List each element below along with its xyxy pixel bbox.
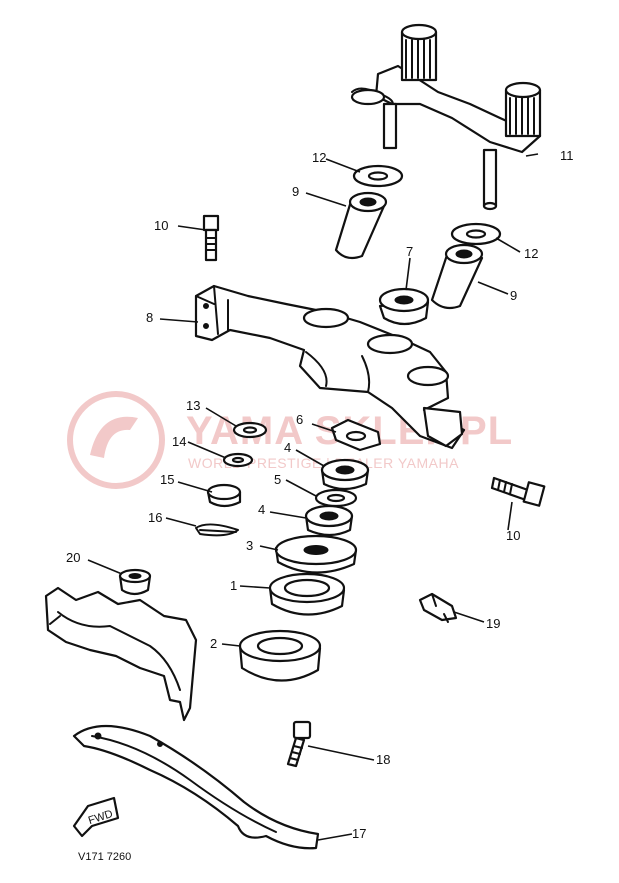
callout-11: 11 [560,148,574,163]
part-5-washer [314,488,358,508]
watermark-logo-icon [67,391,165,489]
callout-16: 16 [148,510,162,525]
part-8-under-bracket [194,284,466,450]
part-14-washer [222,452,254,468]
part-20-grommet [118,568,152,596]
part-16-cotter-pin [195,523,239,537]
callout-9-left: 9 [292,184,299,199]
part-4-ring-nut-lower [304,504,354,537]
part-12-washer-upper [352,164,404,188]
callout-2: 2 [210,636,217,651]
callout-20: 20 [66,550,80,565]
fwd-arrow-icon: FWD [72,796,120,838]
cover-panel [44,586,198,722]
callout-13: 13 [186,398,200,413]
part-18-bolt [286,720,312,768]
callout-1: 1 [230,578,237,593]
callout-8: 8 [146,310,153,325]
part-4-ring-nut-upper [320,458,370,491]
part-1-bearing [268,572,346,616]
callout-12-lower: 12 [524,246,538,261]
part-17-guard [72,724,320,850]
part-3-dust-seal [274,534,358,574]
callout-4-upper: 4 [284,440,291,455]
callout-18: 18 [376,752,390,767]
part-10-bolt-upper [202,214,220,262]
watermark-logo-mark [90,416,138,458]
part-7-collar [378,287,430,326]
callout-5: 5 [274,472,281,487]
callout-17: 17 [352,826,366,841]
callout-labels: 12 9 10 7 12 9 8 11 13 14 15 16 6 4 5 4 … [66,148,574,841]
part-13-washer [232,421,268,439]
part-15-collar [206,483,242,508]
part-2-bearing-race [238,629,322,682]
callout-14: 14 [172,434,186,449]
callout-19: 19 [486,616,500,631]
part-9-damper-right [430,243,484,310]
leader-lines [87,153,539,841]
callout-6: 6 [296,412,303,427]
watermark-subtitle: WORLD PRESTIGE | DEALER YAMAHA [188,455,459,471]
part-12-washer-lower [450,222,502,246]
callout-12-upper: 12 [312,150,326,165]
part-10-bolt-lower [490,476,546,507]
callout-10-upper: 10 [154,218,168,233]
callout-9-right: 9 [510,288,517,303]
callout-7: 7 [406,244,413,259]
callout-4-lower: 4 [258,502,265,517]
callout-10-lower: 10 [506,528,520,543]
part-9-damper-left [334,191,388,260]
part-11-upper-bracket [350,23,542,211]
part-19-clamp [418,592,458,623]
drawing-code: V171 7260 [78,851,131,863]
part-6-lock-washer [330,418,382,452]
callout-15: 15 [160,472,174,487]
callout-3: 3 [246,538,253,553]
